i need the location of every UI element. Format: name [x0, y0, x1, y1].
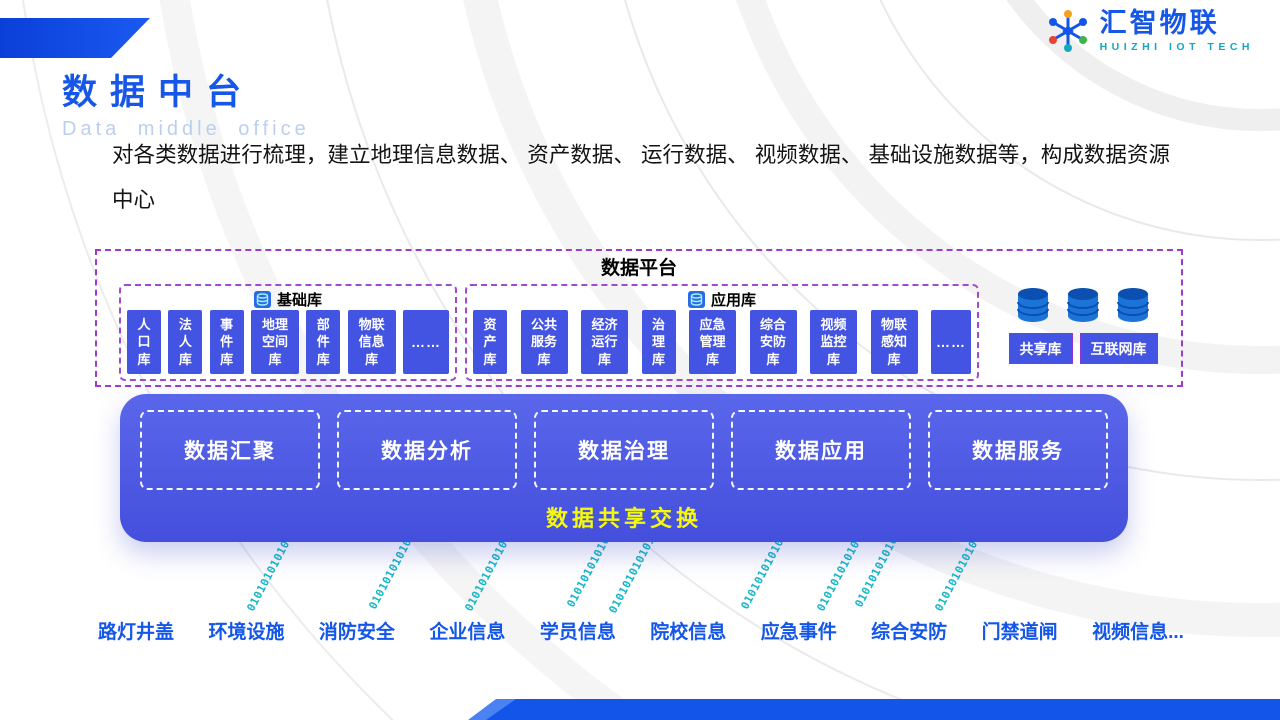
db-cell: 视频监控库	[810, 310, 857, 374]
db-cell: 治理库	[641, 310, 676, 374]
basic-cells: 人口库 法人库 事件库 地理空间库 部件库 物联信息库 ……	[127, 310, 449, 374]
step-box: 数据治理	[534, 410, 714, 490]
title-block: 数据中台 Data middle office	[62, 64, 310, 141]
share-cell: 互联网库	[1079, 333, 1158, 364]
exchange-label: 数据共享交换	[545, 506, 702, 531]
logo: 汇智物联 HUIZHI IOT TECH	[1045, 8, 1254, 54]
basic-library-group: 基础库 人口库 法人库 事件库 地理空间库 部件库 物联信息库 ……	[119, 284, 457, 381]
step-box: 数据应用	[731, 410, 911, 490]
db-cell: 资产库	[473, 310, 507, 374]
step-box: 数据服务	[928, 410, 1108, 490]
source-label: 应急事件	[760, 622, 837, 643]
app-cells: 资产库 公共服务库 经济运行库 治理库 应急管理库 综合安防库 视频监控库 物联…	[473, 310, 971, 374]
data-platform-panel: 数据平台 基础库 人口库 法人库 事件库 地理空间库 部件库 物联信息库 ……	[95, 249, 1183, 387]
source-label: 视频信息...	[1092, 622, 1184, 643]
page-subtitle: Data middle office	[62, 118, 310, 140]
source-label: 企业信息	[429, 622, 506, 643]
data-platform-title: 数据平台	[600, 258, 677, 279]
db-cell: 应急管理库	[689, 310, 736, 374]
source-label: 院校信息	[650, 622, 727, 643]
logo-icon	[1048, 10, 1087, 52]
basic-group-label: 基础库	[276, 291, 322, 309]
source-label: 门禁道闸	[981, 622, 1058, 643]
db-cell: 法人库	[168, 310, 203, 374]
basic-group-header: 基础库	[121, 289, 455, 309]
database-cylinder-icon	[1067, 288, 1099, 322]
database-icon	[253, 290, 271, 308]
page-title: 数据中台	[62, 73, 255, 112]
db-cell: 经济运行库	[581, 310, 628, 374]
source-label: 环境设施	[208, 622, 285, 643]
db-cell: 人口库	[127, 310, 161, 374]
source-labels: 路灯井盖 环境设施 消防安全 企业信息 学员信息 院校信息 应急事件 综合安防 …	[98, 617, 1184, 644]
description-text: 对各类数据进行梳理，建立地理信息数据、 资产数据、 运行数据、 视频数据、 基础…	[112, 143, 1170, 213]
db-cell: 事件库	[209, 310, 244, 374]
database-cylinder-icon	[1117, 288, 1149, 322]
process-steps: 数据汇聚 数据分析 数据治理 数据应用 数据服务	[120, 394, 1128, 490]
logo-title: 汇智物联	[1099, 8, 1220, 39]
db-cell-ellipsis: ……	[402, 310, 449, 374]
app-library-group: 应用库 资产库 公共服务库 经济运行库 治理库 应急管理库 综合安防库 视频监控…	[465, 284, 979, 381]
db-cell: 物联感知库	[870, 310, 918, 374]
db-cell: 地理空间库	[250, 310, 299, 374]
step-box: 数据分析	[337, 410, 517, 490]
db-cell: 物联信息库	[347, 310, 396, 374]
source-label: 学员信息	[539, 622, 616, 643]
source-label: 消防安全	[318, 622, 395, 643]
share-library-group: 共享库 互联网库	[999, 284, 1167, 381]
process-panel: 数据汇聚 数据分析 数据治理 数据应用 数据服务 数据共享交换	[120, 394, 1128, 542]
app-group-header: 应用库	[467, 289, 977, 309]
app-group-label: 应用库	[710, 291, 756, 309]
db-cell: 部件库	[306, 310, 341, 374]
share-cell: 共享库	[1008, 333, 1073, 364]
share-cells: 共享库 互联网库	[999, 333, 1167, 364]
database-icon	[687, 290, 705, 308]
database-cylinders	[999, 287, 1167, 325]
db-cell-ellipsis: ……	[931, 310, 971, 374]
logo-subtitle: HUIZHI IOT TECH	[1099, 40, 1254, 53]
source-label: 路灯井盖	[98, 622, 175, 643]
database-cylinder-icon	[1017, 288, 1049, 322]
source-label: 综合安防	[871, 622, 948, 643]
bottom-band	[486, 699, 1280, 720]
db-cell: 公共服务库	[520, 310, 568, 374]
step-box: 数据汇聚	[140, 410, 320, 490]
db-cell: 综合安防库	[749, 310, 797, 374]
